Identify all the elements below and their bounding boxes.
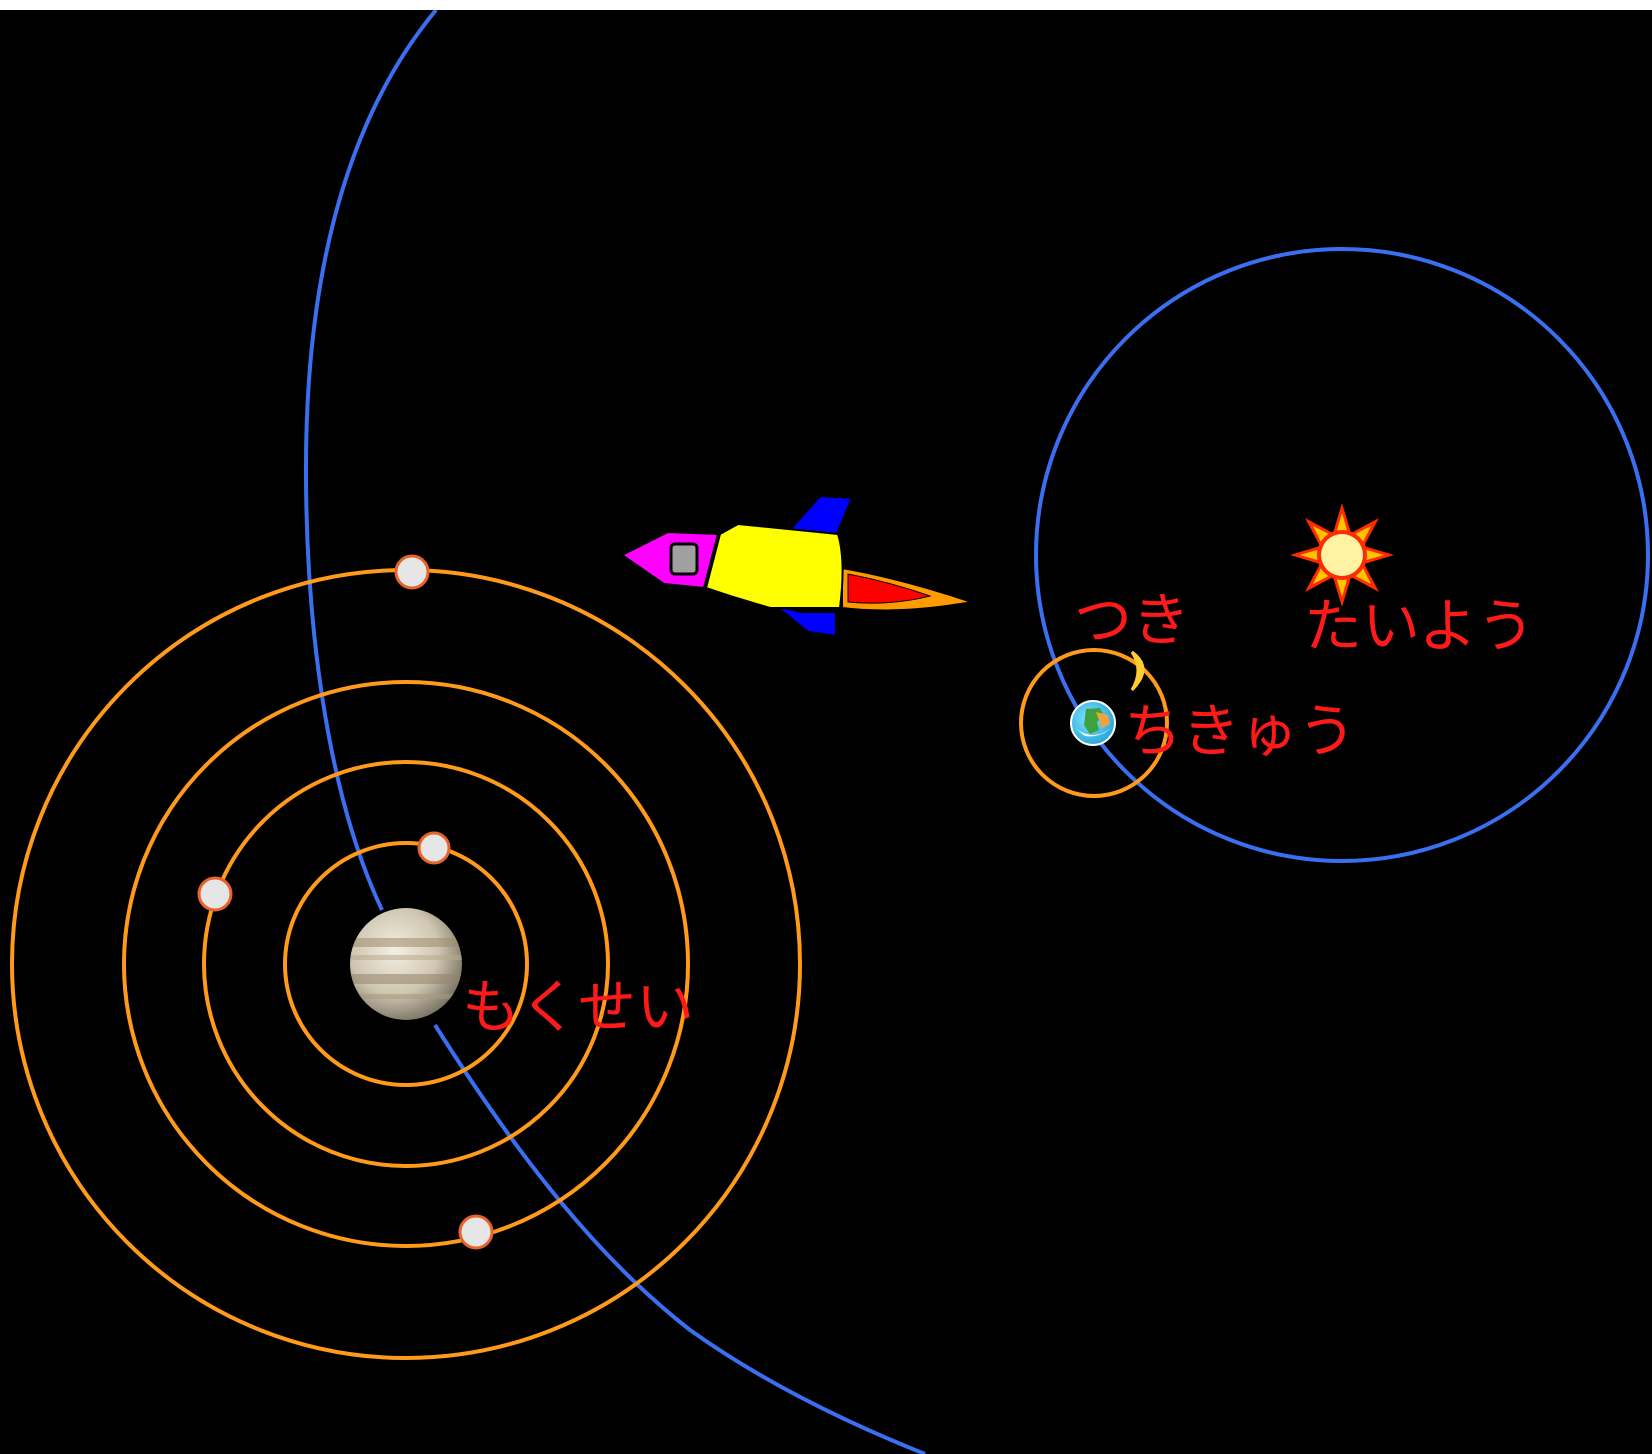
rocket-icon	[620, 494, 973, 638]
ganymede-orbit	[122, 680, 690, 1248]
moon-label: つき	[1074, 586, 1190, 654]
jupiter-icon	[350, 908, 462, 1020]
rocket-bottom-fin	[775, 605, 837, 638]
trajectory-curve	[303, 10, 438, 911]
sun-icon	[1290, 503, 1394, 607]
moon-orbit	[1019, 648, 1169, 798]
trajectory-curve-lower	[433, 1023, 926, 1454]
io-orbit	[283, 841, 529, 1087]
crescent-moon-icon	[1130, 650, 1145, 692]
europa-moon	[197, 876, 233, 912]
ganymede-moon	[458, 1214, 494, 1250]
sun-label: たいよう	[1304, 592, 1535, 660]
rocket-body	[704, 522, 844, 609]
callisto-moon	[394, 554, 430, 590]
jupiter-moons	[197, 554, 494, 1250]
earth-orbit	[1034, 247, 1650, 863]
europa-orbit	[202, 760, 610, 1168]
earth-icon	[1070, 700, 1116, 746]
solar-system-diagram: もくせい つき ちきゅう たいよう	[0, 10, 1652, 1454]
earth-label: ちきゅう	[1124, 697, 1356, 765]
rocket-window	[669, 542, 699, 576]
jupiter-label: もくせい	[462, 973, 694, 1041]
io-moon	[417, 831, 451, 865]
rocket-flame-inner	[847, 573, 932, 604]
